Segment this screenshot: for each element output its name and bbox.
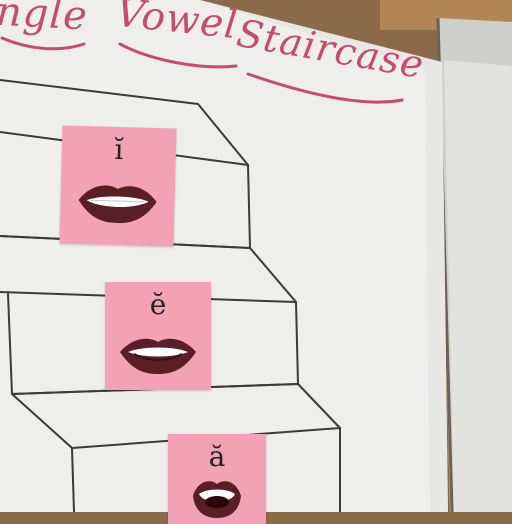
open-lips-icon bbox=[120, 338, 196, 374]
vowel-letter: ă bbox=[208, 440, 226, 473]
smiling-lips-icon bbox=[78, 185, 157, 223]
side-board-panel bbox=[444, 60, 512, 512]
vowel-card-short-e: ĕ bbox=[105, 282, 211, 390]
wide-open-lips-icon bbox=[193, 481, 241, 518]
vowel-letter: ĭ bbox=[114, 132, 124, 167]
vowel-card-short-a: ă bbox=[168, 434, 266, 524]
vowel-letter: ĕ bbox=[149, 288, 167, 321]
vowel-card-short-i: ĭ bbox=[59, 125, 177, 247]
title-word-1: ngle bbox=[0, 0, 89, 40]
